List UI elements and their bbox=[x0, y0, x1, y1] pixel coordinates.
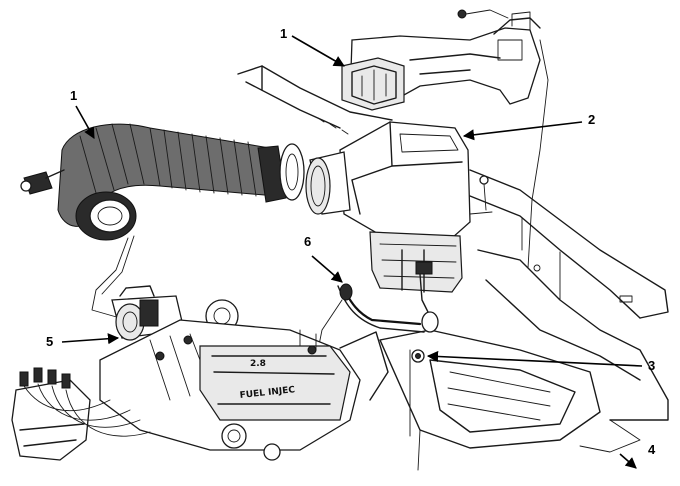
intake-manifold: 2.8 FUEL INJEC bbox=[99, 319, 389, 461]
inner-fender-panel bbox=[237, 65, 669, 421]
leader-throttle-body bbox=[61, 333, 120, 345]
air-cleaner-assembly bbox=[305, 121, 493, 313]
pcv-hose bbox=[317, 283, 439, 351]
callout-intake-duct: 1 bbox=[280, 26, 287, 41]
leader-mounting-fastener bbox=[426, 350, 643, 367]
air-inlet-hose bbox=[20, 123, 305, 241]
callout-air-inlet-hose: 1 bbox=[70, 88, 77, 103]
callout-throttle-body: 5 bbox=[46, 334, 53, 349]
callout-mounting-fastener: 3 bbox=[648, 358, 655, 373]
lower-tray bbox=[379, 329, 641, 471]
leader-intake-duct bbox=[291, 35, 345, 67]
leader-pcv-hose bbox=[311, 255, 343, 283]
intake-duct bbox=[341, 9, 549, 269]
callout-air-cleaner-assembly: 2 bbox=[588, 112, 595, 127]
manifold-upper-text: 2.8 bbox=[250, 359, 266, 369]
distributor bbox=[11, 367, 151, 461]
callout-front-of-vehicle: 4 bbox=[648, 442, 656, 457]
callouts: 1 1 2 3 4 5 6 bbox=[46, 26, 656, 469]
leader-front-of-vehicle bbox=[619, 453, 637, 469]
leader-air-inlet-hose bbox=[75, 105, 95, 139]
callout-pcv-hose: 6 bbox=[304, 234, 311, 249]
vacuum-lines bbox=[91, 235, 135, 319]
leader-air-cleaner-assembly bbox=[462, 121, 583, 141]
